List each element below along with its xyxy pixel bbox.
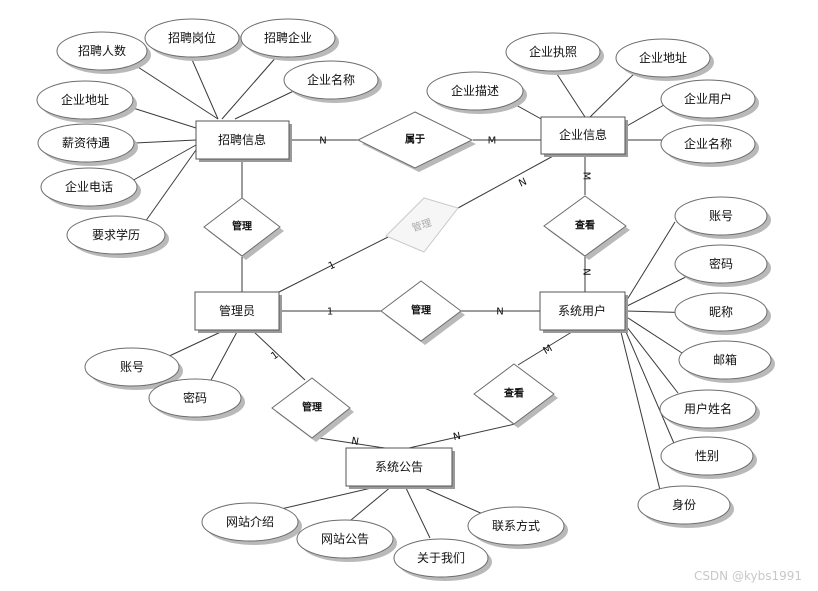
card-admin-company: 1 (327, 260, 337, 273)
attr-user-password-label: 密码 (709, 256, 733, 271)
attr-company-user: 企业用户 (660, 79, 759, 122)
rel-view-announcement-label: 查看 (503, 387, 524, 400)
card-admin-announce: 1 (269, 350, 281, 363)
rel-manage-user-label: 管理 (411, 304, 431, 317)
rel-manage-user: 管理 (380, 280, 465, 345)
attr-company-name: 企业名称 (660, 124, 759, 167)
cardinality-labels: N M 1 N M N 1 N 1 N M N (269, 136, 591, 449)
attr-recruit-post: 招聘岗位 (144, 18, 243, 61)
attr-company-address-label: 企业地址 (639, 50, 687, 65)
entity-announcement: 系统公告 (345, 447, 455, 489)
attribute-ellipses: 招聘人数 招聘岗位 招聘企业 企业名称 企业地址 薪资待遇 (36, 18, 775, 581)
card-recruit-belongs: N (319, 136, 326, 147)
rel-belongs: 属于 (356, 111, 476, 172)
rel-manage-announcement-label: 管理 (302, 401, 322, 414)
rel-manage-recruit: 管理 (203, 197, 284, 260)
attr-recruit-company: 招聘企业 (240, 18, 339, 61)
card-user-announce: M (542, 343, 555, 357)
card-company-belongs: M (488, 136, 497, 147)
attr-company-license: 企业执照 (505, 32, 604, 75)
attr-user-nickname-label: 昵称 (709, 305, 733, 319)
attr-salary: 薪资待遇 (37, 123, 138, 166)
attr-admin-password: 密码 (148, 378, 245, 421)
rel-manage-announcement: 管理 (271, 377, 354, 442)
attr-user-account: 账号 (674, 196, 771, 239)
attr-salary-label: 薪资待遇 (62, 136, 110, 150)
attr-user-identity: 身份 (637, 485, 734, 528)
watermark: CSDN @kybs1991 (693, 569, 802, 583)
attr-company-user-label: 企业用户 (684, 91, 732, 106)
attr-about-us-label: 关于我们 (417, 550, 465, 565)
rel-view-company: 查看 (543, 195, 630, 260)
entity-admin: 管理员 (194, 291, 282, 333)
attr-admin-account-label: 账号 (120, 360, 144, 374)
card-announce-user: N (452, 431, 462, 443)
attr-education: 要求学历 (66, 215, 169, 258)
attr-user-realname-label: 用户姓名 (684, 401, 732, 416)
card-company-view: M (581, 172, 592, 181)
card-announce-admin: N (350, 436, 359, 448)
connector-lines (123, 54, 705, 539)
card-user-view: N (581, 268, 592, 275)
attr-user-gender-label: 性别 (695, 449, 719, 463)
attr-user-nickname: 昵称 (674, 292, 771, 335)
attr-recruit-company-name-label: 企业名称 (307, 72, 355, 87)
attr-site-intro: 网站介绍 (201, 502, 302, 545)
attr-company-desc-label: 企业描述 (451, 83, 499, 98)
attr-site-notice-label: 网站公告 (321, 532, 369, 546)
rel-view-company-label: 查看 (574, 219, 595, 232)
attr-company-desc: 企业描述 (426, 71, 527, 114)
rel-view-announcement: 查看 (473, 363, 558, 428)
entity-recruit-info: 招聘信息 (195, 120, 292, 162)
attr-recruit-address-label: 企业地址 (61, 92, 109, 107)
entity-system-user-label: 系统用户 (558, 303, 606, 318)
attr-education-label: 要求学历 (92, 227, 140, 242)
entity-system-user: 系统用户 (539, 291, 628, 333)
attr-recruit-phone-label: 企业电话 (65, 179, 113, 194)
attr-site-notice: 网站公告 (296, 519, 397, 562)
attr-company-address: 企业地址 (615, 38, 714, 81)
attr-company-name-label: 企业名称 (684, 136, 732, 151)
attr-user-password: 密码 (674, 244, 771, 287)
attr-recruit-count-label: 招聘人数 (78, 43, 126, 58)
attr-recruit-phone: 企业电话 (40, 167, 141, 210)
card-admin-user: 1 (327, 307, 333, 318)
attr-user-email-label: 邮箱 (713, 352, 737, 367)
attr-user-account-label: 账号 (709, 209, 733, 223)
rel-belongs-label: 属于 (405, 134, 425, 146)
attr-recruit-company-name: 企业名称 (283, 60, 382, 103)
entity-company-info: 企业信息 (540, 116, 628, 157)
attr-admin-password-label: 密码 (183, 390, 207, 405)
attr-company-license-label: 企业执照 (529, 44, 577, 59)
attr-user-identity-label: 身份 (672, 497, 696, 512)
attr-admin-account: 账号 (84, 347, 183, 390)
attr-user-gender: 性别 (660, 436, 757, 479)
rel-manage-company: 管理 (385, 197, 459, 253)
entity-recruit-info-label: 招聘信息 (218, 132, 266, 147)
attr-contact: 联系方式 (467, 506, 568, 549)
entity-announcement-label: 系统公告 (375, 460, 423, 474)
entity-rectangles: 招聘信息 企业信息 管理员 系统用户 系统公告 (194, 116, 628, 489)
attr-recruit-company-label: 招聘企业 (264, 30, 312, 45)
card-company-admin: N (517, 176, 528, 189)
attr-user-realname: 用户姓名 (659, 389, 760, 432)
entity-admin-label: 管理员 (219, 303, 255, 318)
attr-contact-label: 联系方式 (492, 518, 540, 533)
attr-recruit-count: 招聘人数 (56, 31, 151, 74)
attr-recruit-address: 企业地址 (36, 80, 137, 123)
rel-manage-recruit-label: 管理 (232, 220, 252, 233)
attr-user-email: 邮箱 (678, 340, 775, 383)
relationship-diamonds: 属于 管理 管理 查看 管理 管理 查看 (203, 111, 630, 442)
attr-about-us: 关于我们 (393, 538, 492, 581)
attr-site-intro-label: 网站介绍 (226, 515, 274, 529)
entity-company-info-label: 企业信息 (559, 127, 607, 142)
attr-recruit-post-label: 招聘岗位 (168, 30, 216, 45)
card-user-admin: N (496, 307, 503, 318)
